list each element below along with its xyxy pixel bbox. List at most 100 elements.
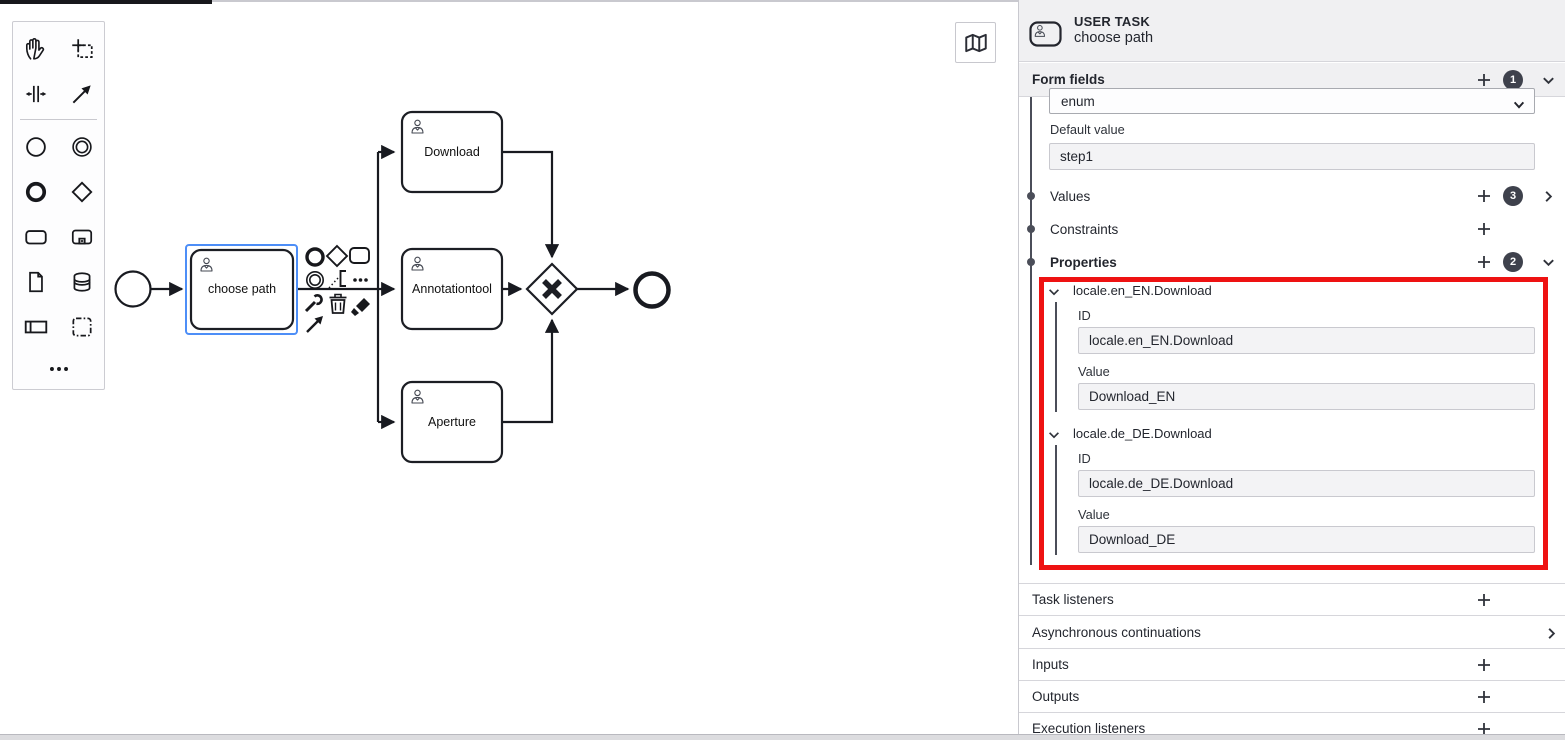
palette-separator (20, 119, 97, 120)
chevron-right-icon[interactable] (1539, 187, 1557, 205)
add-constraint-button[interactable] (1475, 220, 1493, 238)
chevron-down-icon (1513, 101, 1525, 109)
property-value-input[interactable] (1078, 526, 1535, 553)
global-connect-arrow-icon[interactable] (306, 316, 323, 333)
add-execution-listener-button[interactable] (1475, 720, 1493, 734)
create-start-event[interactable] (13, 124, 59, 169)
id-label: ID (1078, 451, 1091, 466)
property-id-input[interactable] (1078, 327, 1535, 354)
property-value-input[interactable] (1078, 383, 1535, 410)
minimap-toggle-button[interactable] (955, 22, 996, 63)
connect-tool-icon[interactable] (351, 298, 370, 316)
property-entry-name[interactable]: locale.de_DE.Download (1073, 426, 1212, 441)
map-icon (964, 33, 987, 52)
add-input-button[interactable] (1475, 656, 1493, 674)
exclusive-gateway[interactable] (525, 262, 579, 316)
property-entry-name[interactable]: locale.en_EN.Download (1073, 283, 1212, 298)
properties-count-badge: 2 (1503, 252, 1523, 272)
task-annotationtool[interactable]: Annotationtool (400, 247, 504, 331)
create-participant[interactable] (13, 304, 59, 349)
entry-indent-line (1055, 445, 1057, 555)
task-download[interactable]: Download (400, 110, 504, 194)
add-form-field-button[interactable] (1475, 71, 1493, 89)
highlight-red-box (1039, 277, 1548, 570)
task-label: Annotationtool (412, 282, 492, 296)
task-label: Download (424, 145, 480, 159)
append-task-icon[interactable] (349, 247, 370, 264)
append-gateway-icon[interactable] (325, 244, 349, 268)
top-black-bar (0, 0, 212, 4)
append-end-event-icon[interactable] (305, 247, 325, 267)
group-inputs[interactable]: Inputs (1019, 648, 1565, 680)
group-asynchronous-continuations[interactable]: Asynchronous continuations (1019, 615, 1565, 648)
entry-indent-line (1055, 302, 1057, 412)
create-data-object[interactable] (13, 259, 59, 304)
task-label: Aperture (428, 415, 476, 429)
chevron-down-icon[interactable] (1539, 71, 1557, 89)
default-value-label: Default value (1050, 122, 1125, 137)
add-property-button[interactable] (1475, 253, 1493, 271)
task-aperture[interactable]: Aperture (400, 380, 504, 464)
bpmn-diagram: choose path Download Annotationtool Aper… (114, 110, 671, 464)
form-fields-count-badge: 1 (1503, 70, 1523, 90)
create-end-event[interactable] (13, 169, 59, 214)
values-count-badge: 3 (1503, 186, 1523, 206)
end-event[interactable] (633, 271, 671, 309)
create-task[interactable] (13, 214, 59, 259)
lasso-tool[interactable] (59, 26, 105, 71)
palette (12, 21, 105, 390)
group-outputs[interactable]: Outputs (1019, 680, 1565, 712)
sequence-flows[interactable] (151, 144, 630, 430)
space-tool[interactable] (13, 71, 59, 116)
bpmn-canvas[interactable]: choose path Download Annotationtool Aper… (0, 0, 1018, 734)
properties-label: Properties (1050, 255, 1117, 270)
type-select-value: enum (1061, 93, 1095, 109)
add-output-button[interactable] (1475, 688, 1493, 706)
values-label: Values (1050, 189, 1091, 204)
id-label: ID (1078, 308, 1091, 323)
panel-header: USER TASK choose path (1019, 0, 1565, 62)
add-task-listener-button[interactable] (1475, 591, 1493, 609)
top-gray-line (212, 0, 1018, 2)
hand-tool[interactable] (13, 26, 59, 71)
group-label: Execution listeners (1032, 721, 1146, 734)
start-event[interactable] (114, 270, 152, 308)
chevron-down-icon[interactable] (1045, 426, 1063, 444)
chevron-right-icon[interactable] (1542, 624, 1560, 642)
create-group[interactable] (59, 304, 105, 349)
more-options-icon[interactable] (353, 278, 368, 282)
value-label: Value (1078, 507, 1110, 522)
task-choose-path[interactable]: choose path (189, 248, 295, 331)
properties-panel: USER TASK choose path Form fields 1 enum… (1018, 0, 1565, 734)
more-tools[interactable] (36, 349, 82, 389)
constraints-label: Constraints (1050, 222, 1119, 237)
user-task-icon (1029, 21, 1062, 47)
tree-bullet (1027, 258, 1035, 266)
create-expanded-subprocess[interactable] (59, 214, 105, 259)
default-value-input[interactable] (1049, 143, 1535, 170)
context-pad[interactable] (304, 244, 370, 333)
add-value-button[interactable] (1475, 187, 1493, 205)
form-field-type-select[interactable]: enum (1049, 88, 1535, 114)
wrench-icon[interactable] (304, 294, 323, 313)
element-type-label: USER TASK (1074, 14, 1150, 29)
global-connect-tool[interactable] (59, 71, 105, 116)
chevron-down-icon[interactable] (1045, 283, 1063, 301)
chevron-down-icon[interactable] (1539, 253, 1557, 271)
value-label: Value (1078, 364, 1110, 379)
trash-icon[interactable] (329, 293, 347, 314)
create-intermediate-event[interactable] (59, 124, 105, 169)
selection-outline (185, 244, 298, 335)
group-execution-listeners[interactable]: Execution listeners (1019, 712, 1565, 734)
group-task-listeners[interactable]: Task listeners (1019, 583, 1565, 615)
group-label: Inputs (1032, 657, 1069, 672)
create-data-store[interactable] (59, 259, 105, 304)
tree-bullet (1027, 225, 1035, 233)
create-gateway[interactable] (59, 169, 105, 214)
group-label: Task listeners (1032, 592, 1114, 607)
property-id-input[interactable] (1078, 470, 1535, 497)
form-fields-title: Form fields (1032, 72, 1105, 87)
append-intermediate-event-icon[interactable] (305, 270, 324, 289)
append-text-annotation-icon[interactable] (328, 270, 346, 289)
task-label: choose path (208, 282, 276, 296)
